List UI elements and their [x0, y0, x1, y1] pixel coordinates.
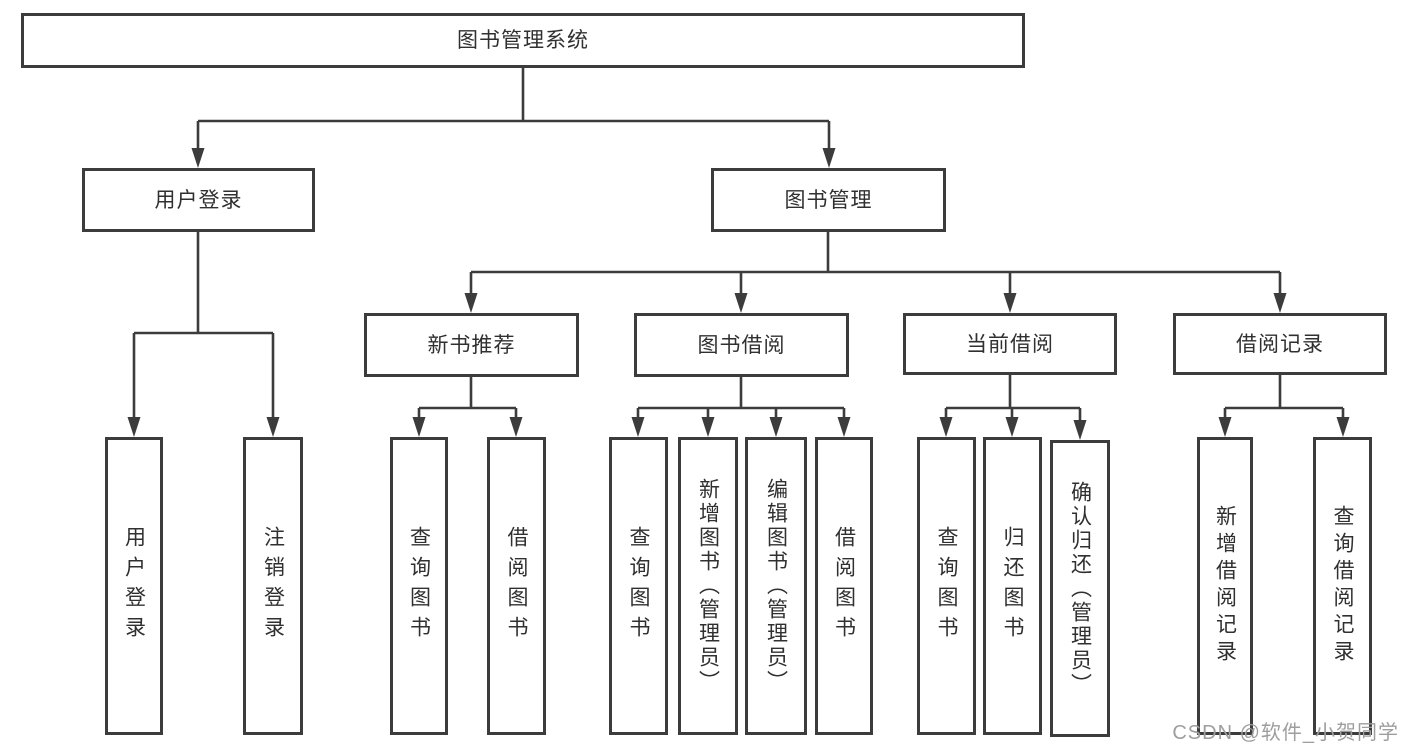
arrowhead-icon: [734, 293, 748, 313]
node-leaf-borrow-book-2: 借阅图书: [815, 437, 873, 735]
arrowhead-icon: [939, 417, 953, 437]
arrowhead-icon: [1005, 417, 1019, 437]
arrowhead-icon: [266, 417, 280, 437]
node-leaf-borrow-book-1: 借阅图书: [487, 437, 546, 735]
node-leaf-query-record: 查询借阅记录: [1313, 437, 1372, 735]
arrowhead-icon: [701, 417, 715, 437]
arrowhead-icon: [127, 417, 141, 437]
node-leaf-logout: 注销登录: [243, 437, 303, 735]
node-book-borrowing: 图书借阅: [634, 313, 849, 377]
arrowhead-icon: [1003, 293, 1017, 313]
watermark-text: CSDN @软件_小贺同学: [1172, 722, 1399, 744]
arrowhead-icon: [769, 417, 783, 437]
node-leaf-edit-book: 编辑图书（管理员）: [745, 437, 807, 735]
node-leaf-query-book-2: 查询图书: [609, 437, 668, 735]
node-leaf-user-login: 用户登录: [105, 437, 163, 735]
arrowhead-icon: [1218, 417, 1232, 437]
node-leaf-confirm-return: 确认归还（管理员）: [1050, 440, 1110, 737]
node-current-borrowing: 当前借阅: [903, 313, 1117, 375]
arrowhead-icon: [1336, 417, 1350, 437]
node-borrowing-records: 借阅记录: [1173, 313, 1387, 375]
node-user-login: 用户登录: [82, 168, 315, 232]
arrowhead-icon: [412, 417, 426, 437]
arrowhead-icon: [191, 148, 205, 168]
arrowhead-icon: [837, 417, 851, 437]
arrowhead-icon: [822, 148, 836, 168]
node-leaf-add-book: 新增图书（管理员）: [678, 437, 738, 735]
node-root: 图书管理系统: [21, 13, 1025, 68]
node-leaf-add-record: 新增借阅记录: [1197, 437, 1253, 735]
node-leaf-query-book-3: 查询图书: [917, 437, 976, 735]
node-book-management: 图书管理: [711, 168, 946, 232]
node-new-book-recommend: 新书推荐: [364, 313, 579, 377]
arrowhead-icon: [1073, 420, 1087, 440]
arrowhead-icon: [1273, 293, 1287, 313]
arrowhead-icon: [509, 417, 523, 437]
arrowhead-icon: [464, 293, 478, 313]
arrowhead-icon: [631, 417, 645, 437]
node-leaf-query-book-1: 查询图书: [390, 437, 448, 735]
node-leaf-return-book: 归还图书: [983, 437, 1042, 735]
